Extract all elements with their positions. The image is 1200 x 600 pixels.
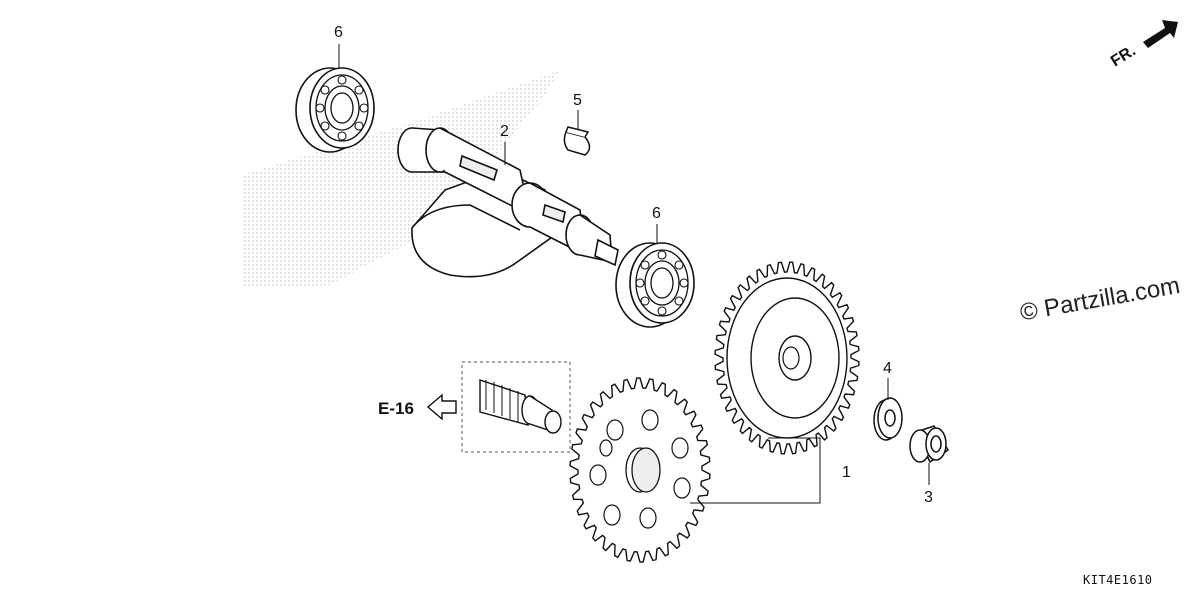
gear-large-drawing xyxy=(714,261,860,455)
splined-shaft-drawing xyxy=(479,379,562,434)
woodruff-key-drawing xyxy=(563,126,591,156)
callout-balancer-shaft: 2 xyxy=(500,123,509,140)
leader-lines xyxy=(338,44,930,504)
balancer-shaft-drawing xyxy=(397,127,619,278)
bearing-lower-drawing xyxy=(615,242,695,328)
crankcase-shadow xyxy=(242,70,560,288)
front-direction-arrow-icon xyxy=(1143,20,1178,48)
reference-inset-box xyxy=(461,361,571,453)
bearing-upper-drawing xyxy=(295,67,375,153)
diagram-code: KIT4E1610 xyxy=(1083,573,1153,587)
callout-woodruff-key: 5 xyxy=(573,92,582,109)
callout-nut: 3 xyxy=(924,489,933,506)
callout-bearing-lower: 6 xyxy=(652,205,661,222)
gear-small-drawing xyxy=(569,377,711,563)
callout-bearing-upper: 6 xyxy=(334,24,343,41)
callout-washer: 4 xyxy=(883,360,892,377)
washer-drawing xyxy=(873,397,903,441)
callout-gear-assembly: 1 xyxy=(842,464,851,481)
nut-drawing xyxy=(909,425,950,464)
reference-label: E-16 xyxy=(378,399,414,418)
reference-arrow-icon xyxy=(426,393,457,421)
